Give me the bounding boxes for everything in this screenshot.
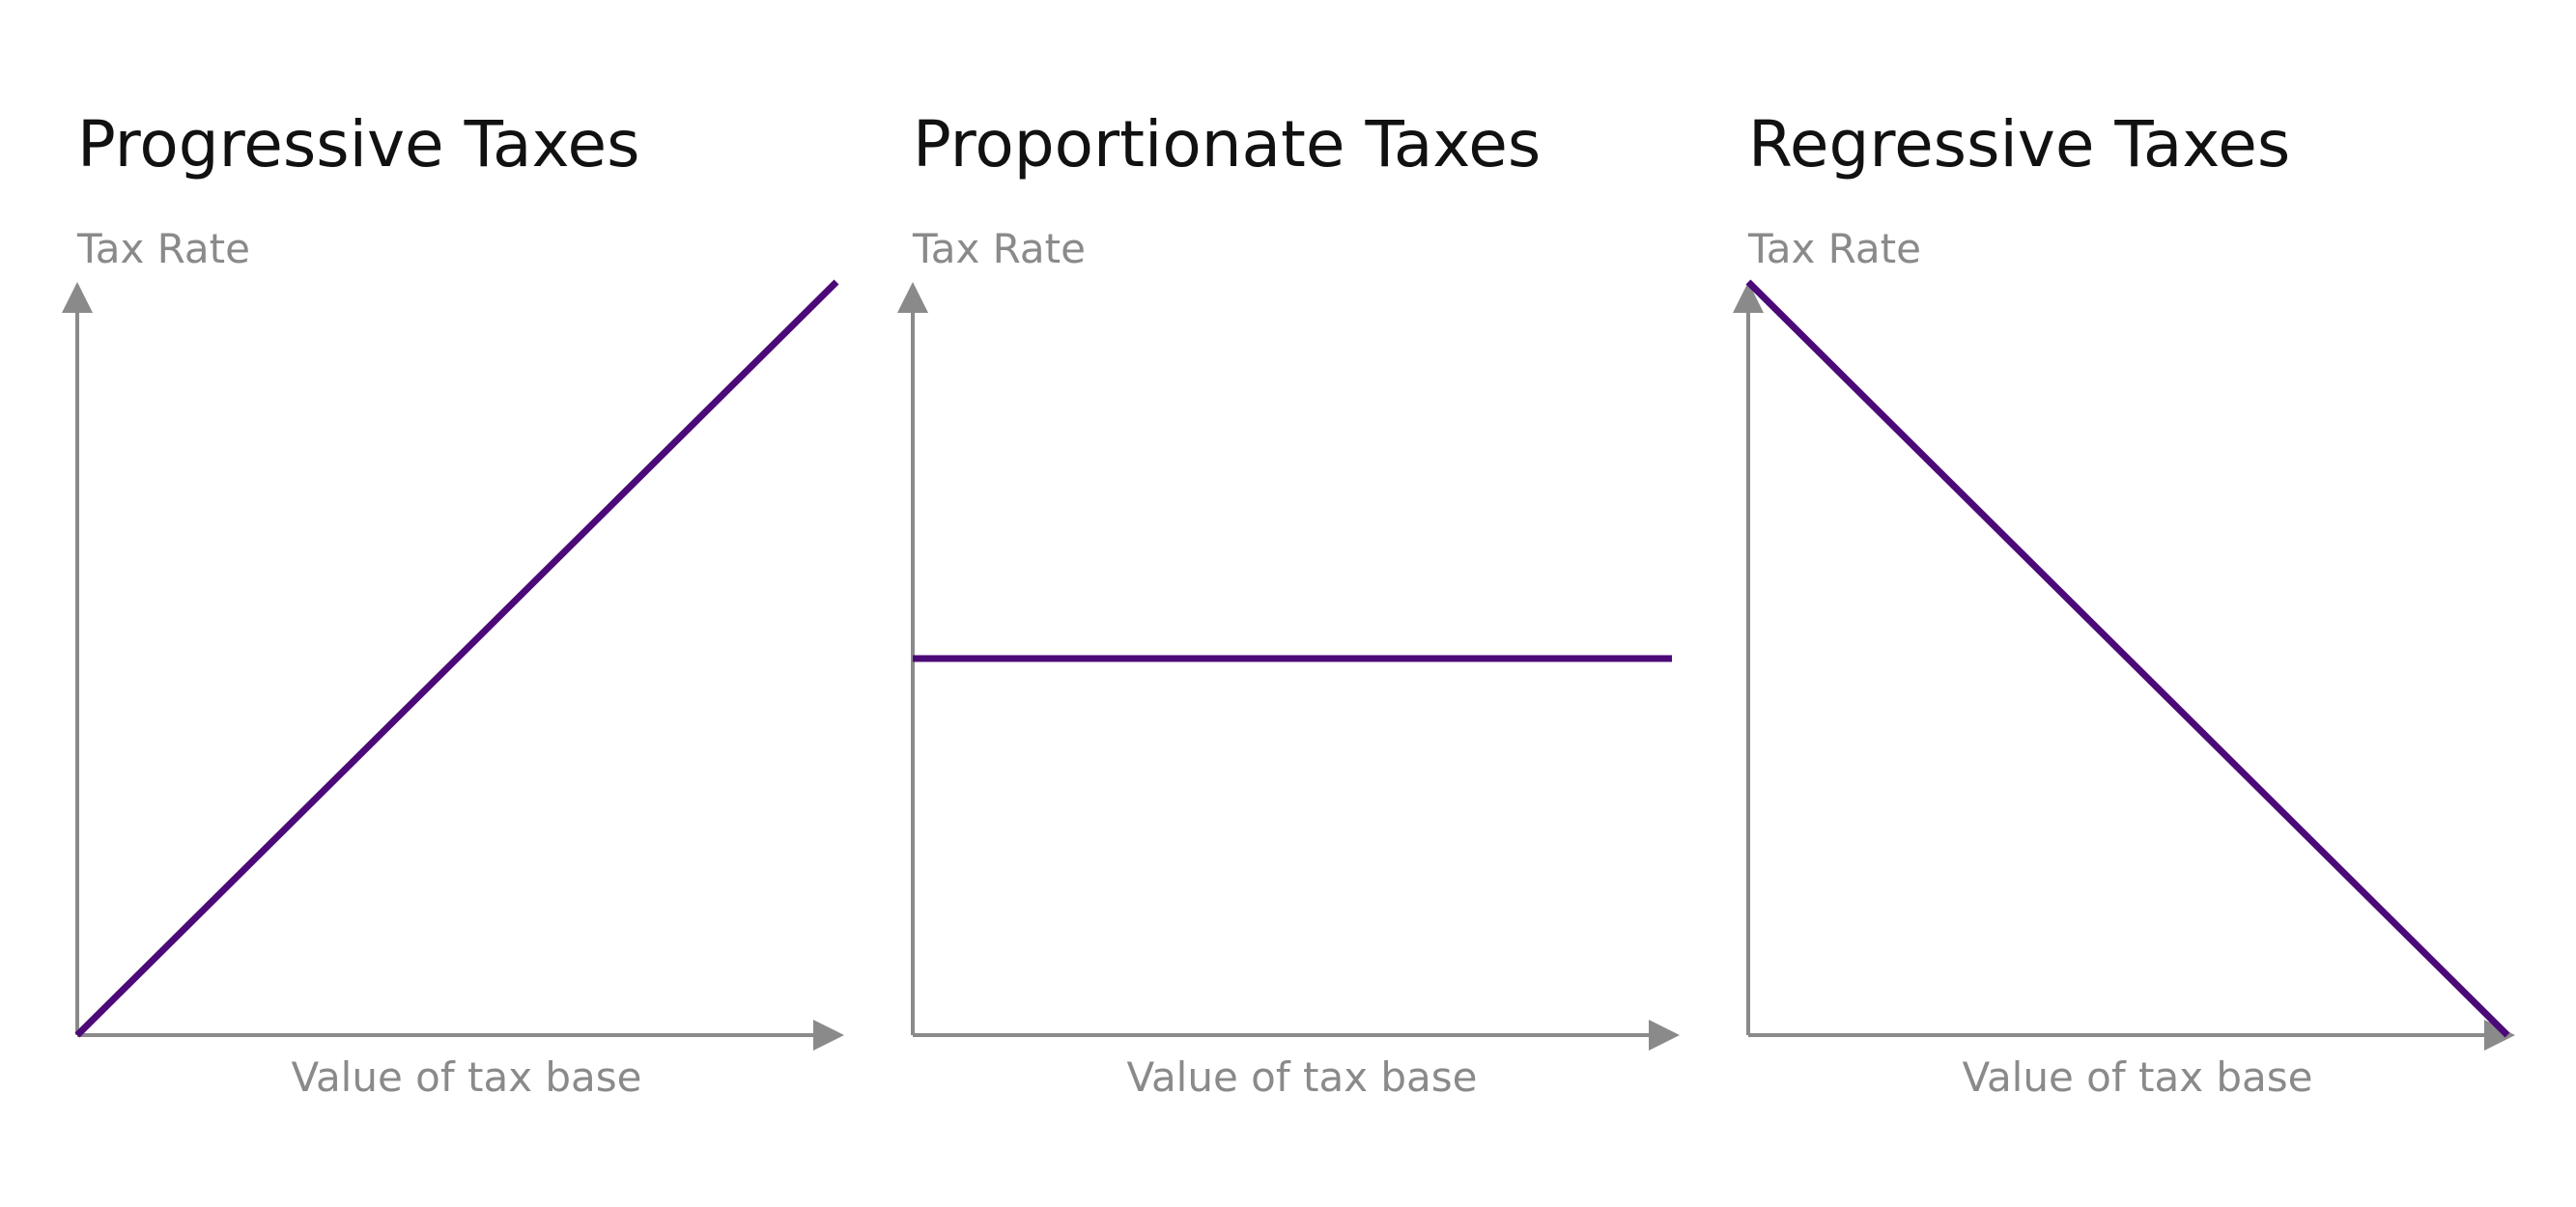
y-axis-arrow-icon [897, 282, 928, 313]
y-axis-label: Tax Rate [1747, 225, 1921, 272]
y-axis-label: Tax Rate [912, 225, 1086, 272]
x-axis-label: Value of tax base [291, 1053, 641, 1101]
x-axis-label: Value of tax base [1126, 1053, 1477, 1101]
chart-title: Progressive Taxes [77, 107, 640, 182]
y-axis-arrow-icon [1733, 282, 1764, 313]
x-axis-arrow-icon [2484, 1020, 2515, 1051]
y-axis-arrow-icon [62, 282, 93, 313]
x-axis-arrow-icon [813, 1020, 844, 1051]
chart-title: Proportionate Taxes [913, 107, 1541, 182]
tax-rate-line-1 [74, 279, 839, 1038]
chart-title: Regressive Taxes [1748, 107, 2290, 182]
y-axis-label: Tax Rate [76, 225, 250, 272]
tax-rate-line-1 [1745, 279, 2510, 1038]
x-axis-label: Value of tax base [1962, 1053, 2312, 1101]
x-axis-arrow-icon [1649, 1020, 1680, 1051]
